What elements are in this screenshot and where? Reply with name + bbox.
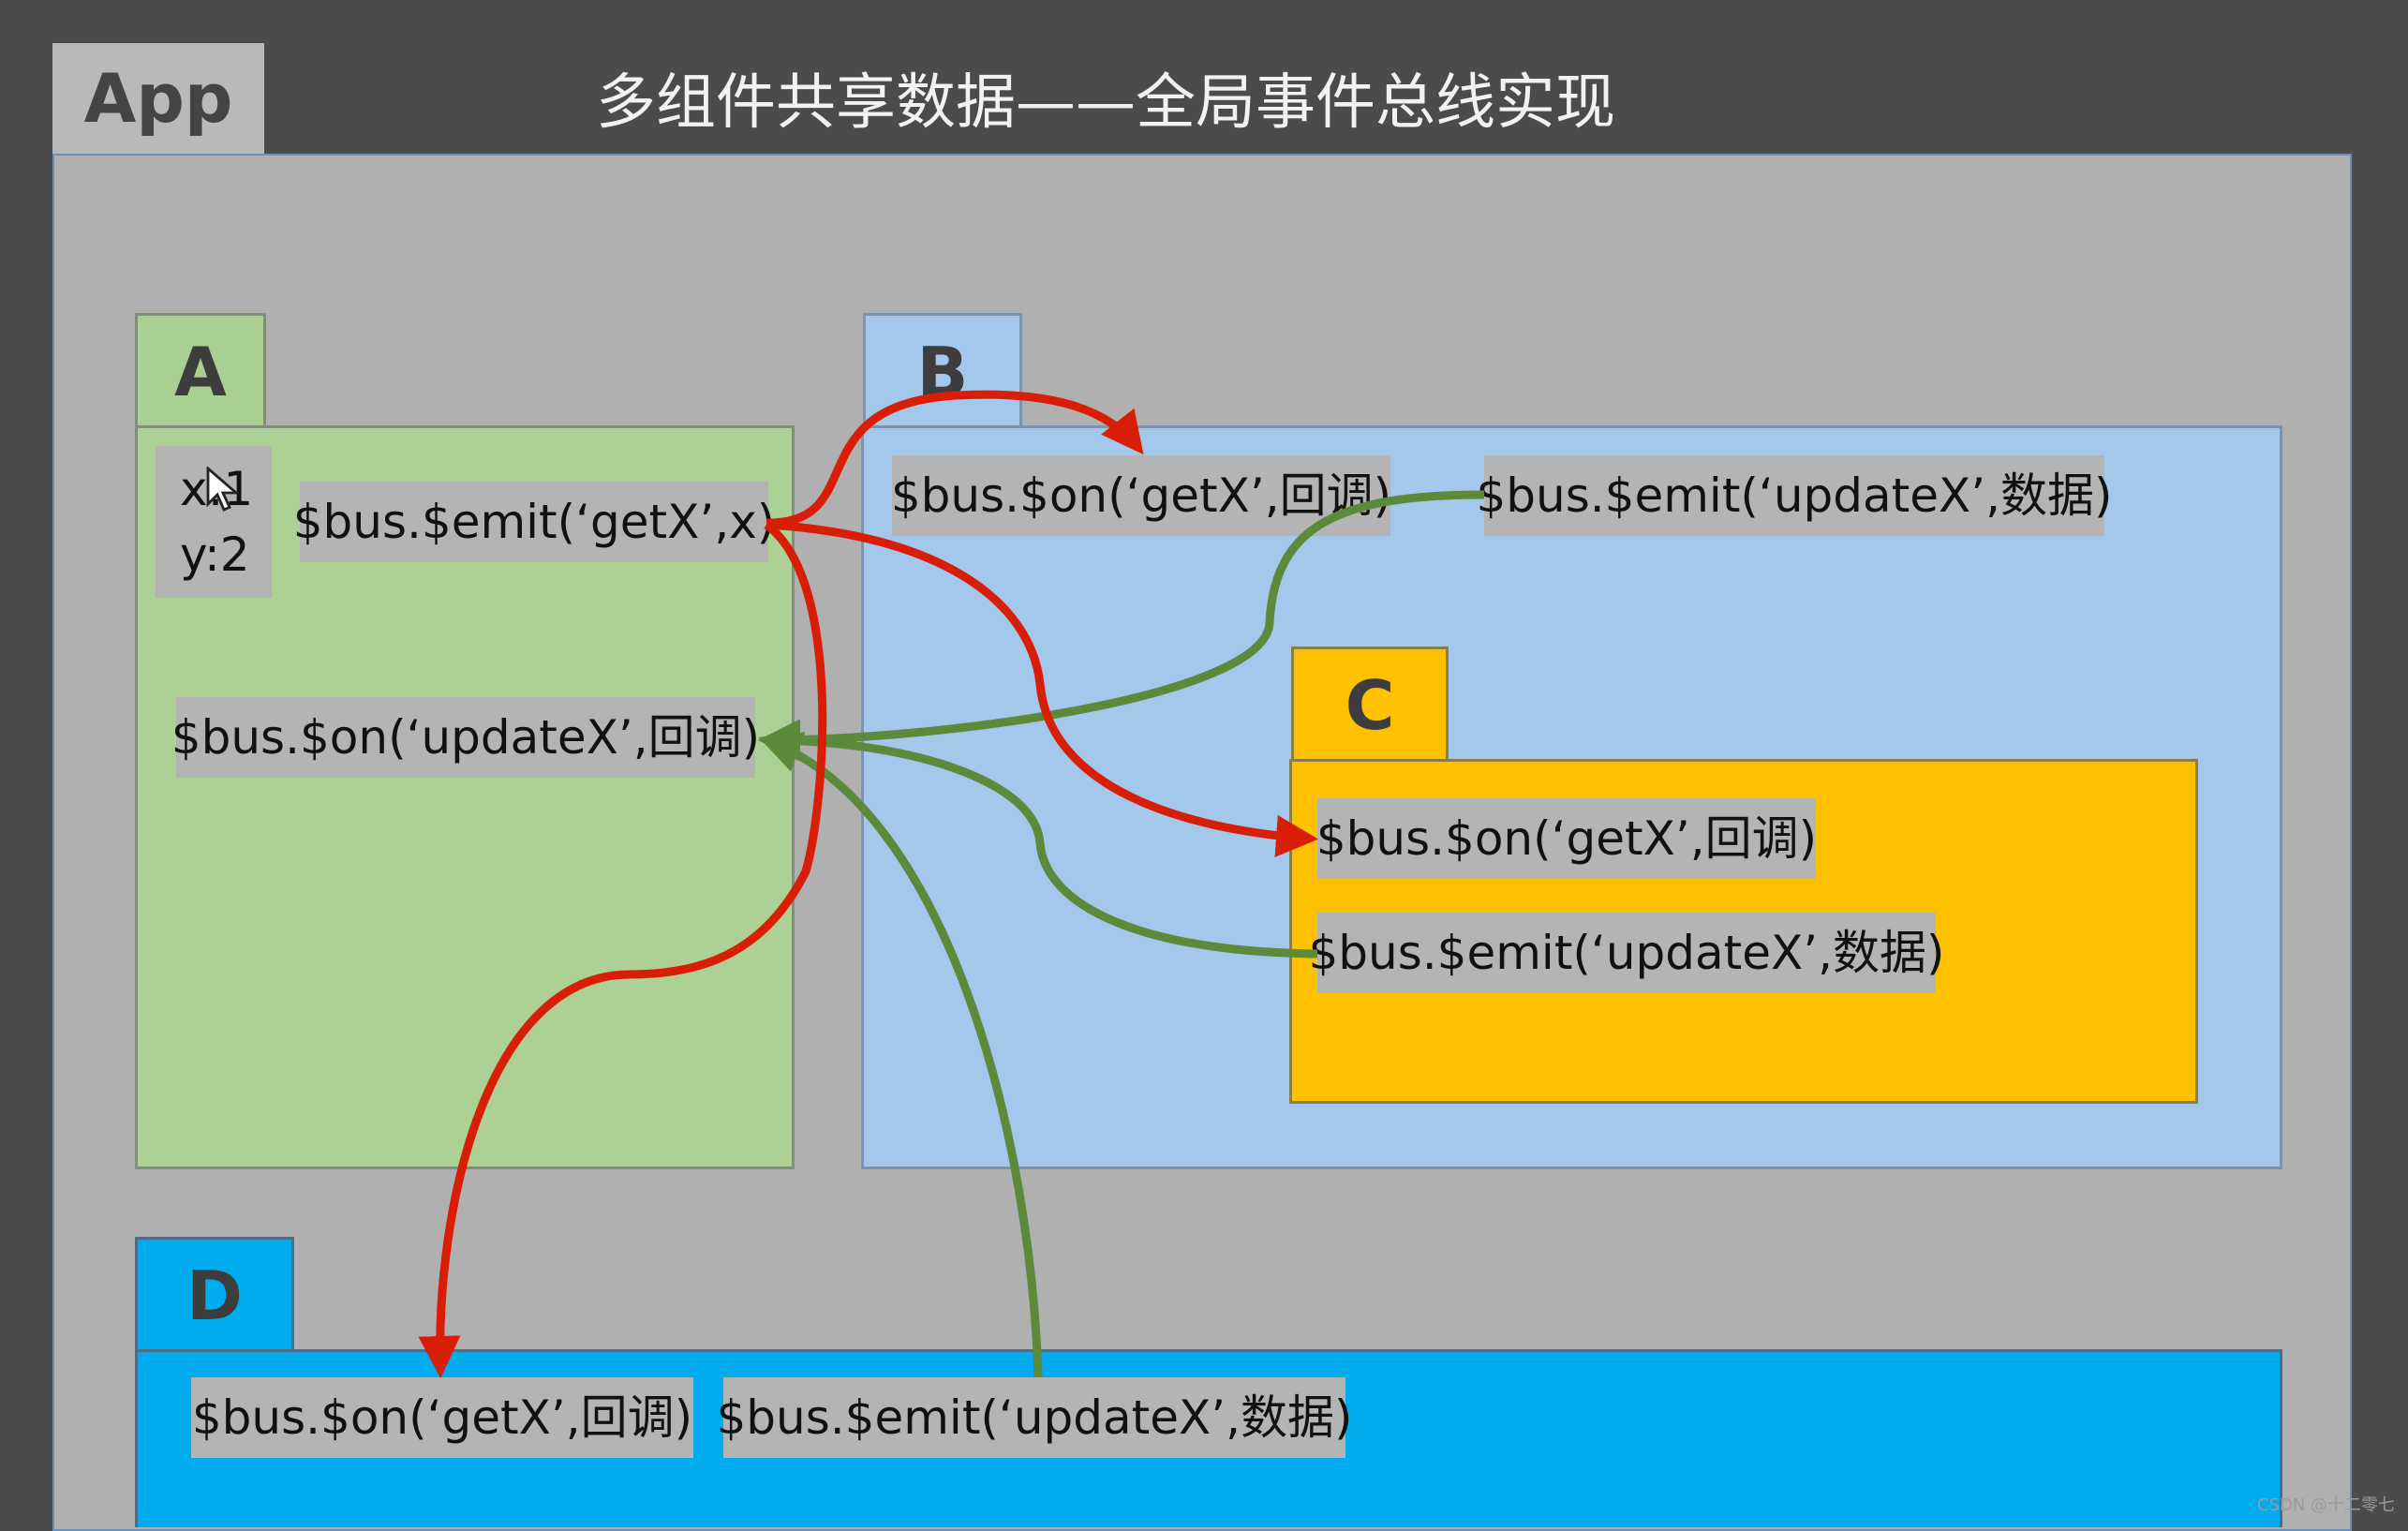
a-emit-getx: $bus.$emit(‘getX’,x) — [293, 482, 775, 562]
state-y: y:2 — [180, 528, 250, 582]
watermark: CSDN @十二零七 — [2256, 1495, 2395, 1515]
c-emit-updatex: $bus.$emit(‘updateX’,数据) — [1308, 913, 1945, 993]
arrow-b-to-a — [758, 490, 1485, 762]
b-emit-updatex: $bus.$emit(‘updateX’,数据) — [1476, 455, 2113, 536]
mouse-cursor-icon — [206, 467, 240, 512]
d-emit-updatex: $bus.$emit(‘updateX’,数据) — [716, 1377, 1353, 1458]
component-d-label: D — [135, 1237, 294, 1351]
arrow-a-to-c — [766, 520, 1318, 857]
arrow-c-to-a — [758, 719, 1318, 959]
arrow-a-to-d — [418, 521, 827, 1378]
diagram-title: 多组件共享数据——全局事件总线实现 — [596, 68, 1615, 138]
arrow-d-to-a — [758, 732, 1043, 1378]
component-c-label: C — [1291, 647, 1449, 761]
app-tab-label: App — [52, 43, 264, 154]
b-on-getx: $bus.$on(‘getX’,回调) — [891, 455, 1391, 536]
component-a-state: x:1 y:2 — [156, 446, 272, 598]
c-on-getx: $bus.$on(‘getX’,回调) — [1316, 798, 1817, 879]
arrow-a-to-b — [766, 390, 1144, 528]
a-on-updatex: $bus.$on(‘updateX’,回调) — [171, 697, 760, 778]
d-on-getx: $bus.$on(‘getX’,回调) — [191, 1377, 693, 1458]
component-a-label: A — [135, 313, 266, 427]
